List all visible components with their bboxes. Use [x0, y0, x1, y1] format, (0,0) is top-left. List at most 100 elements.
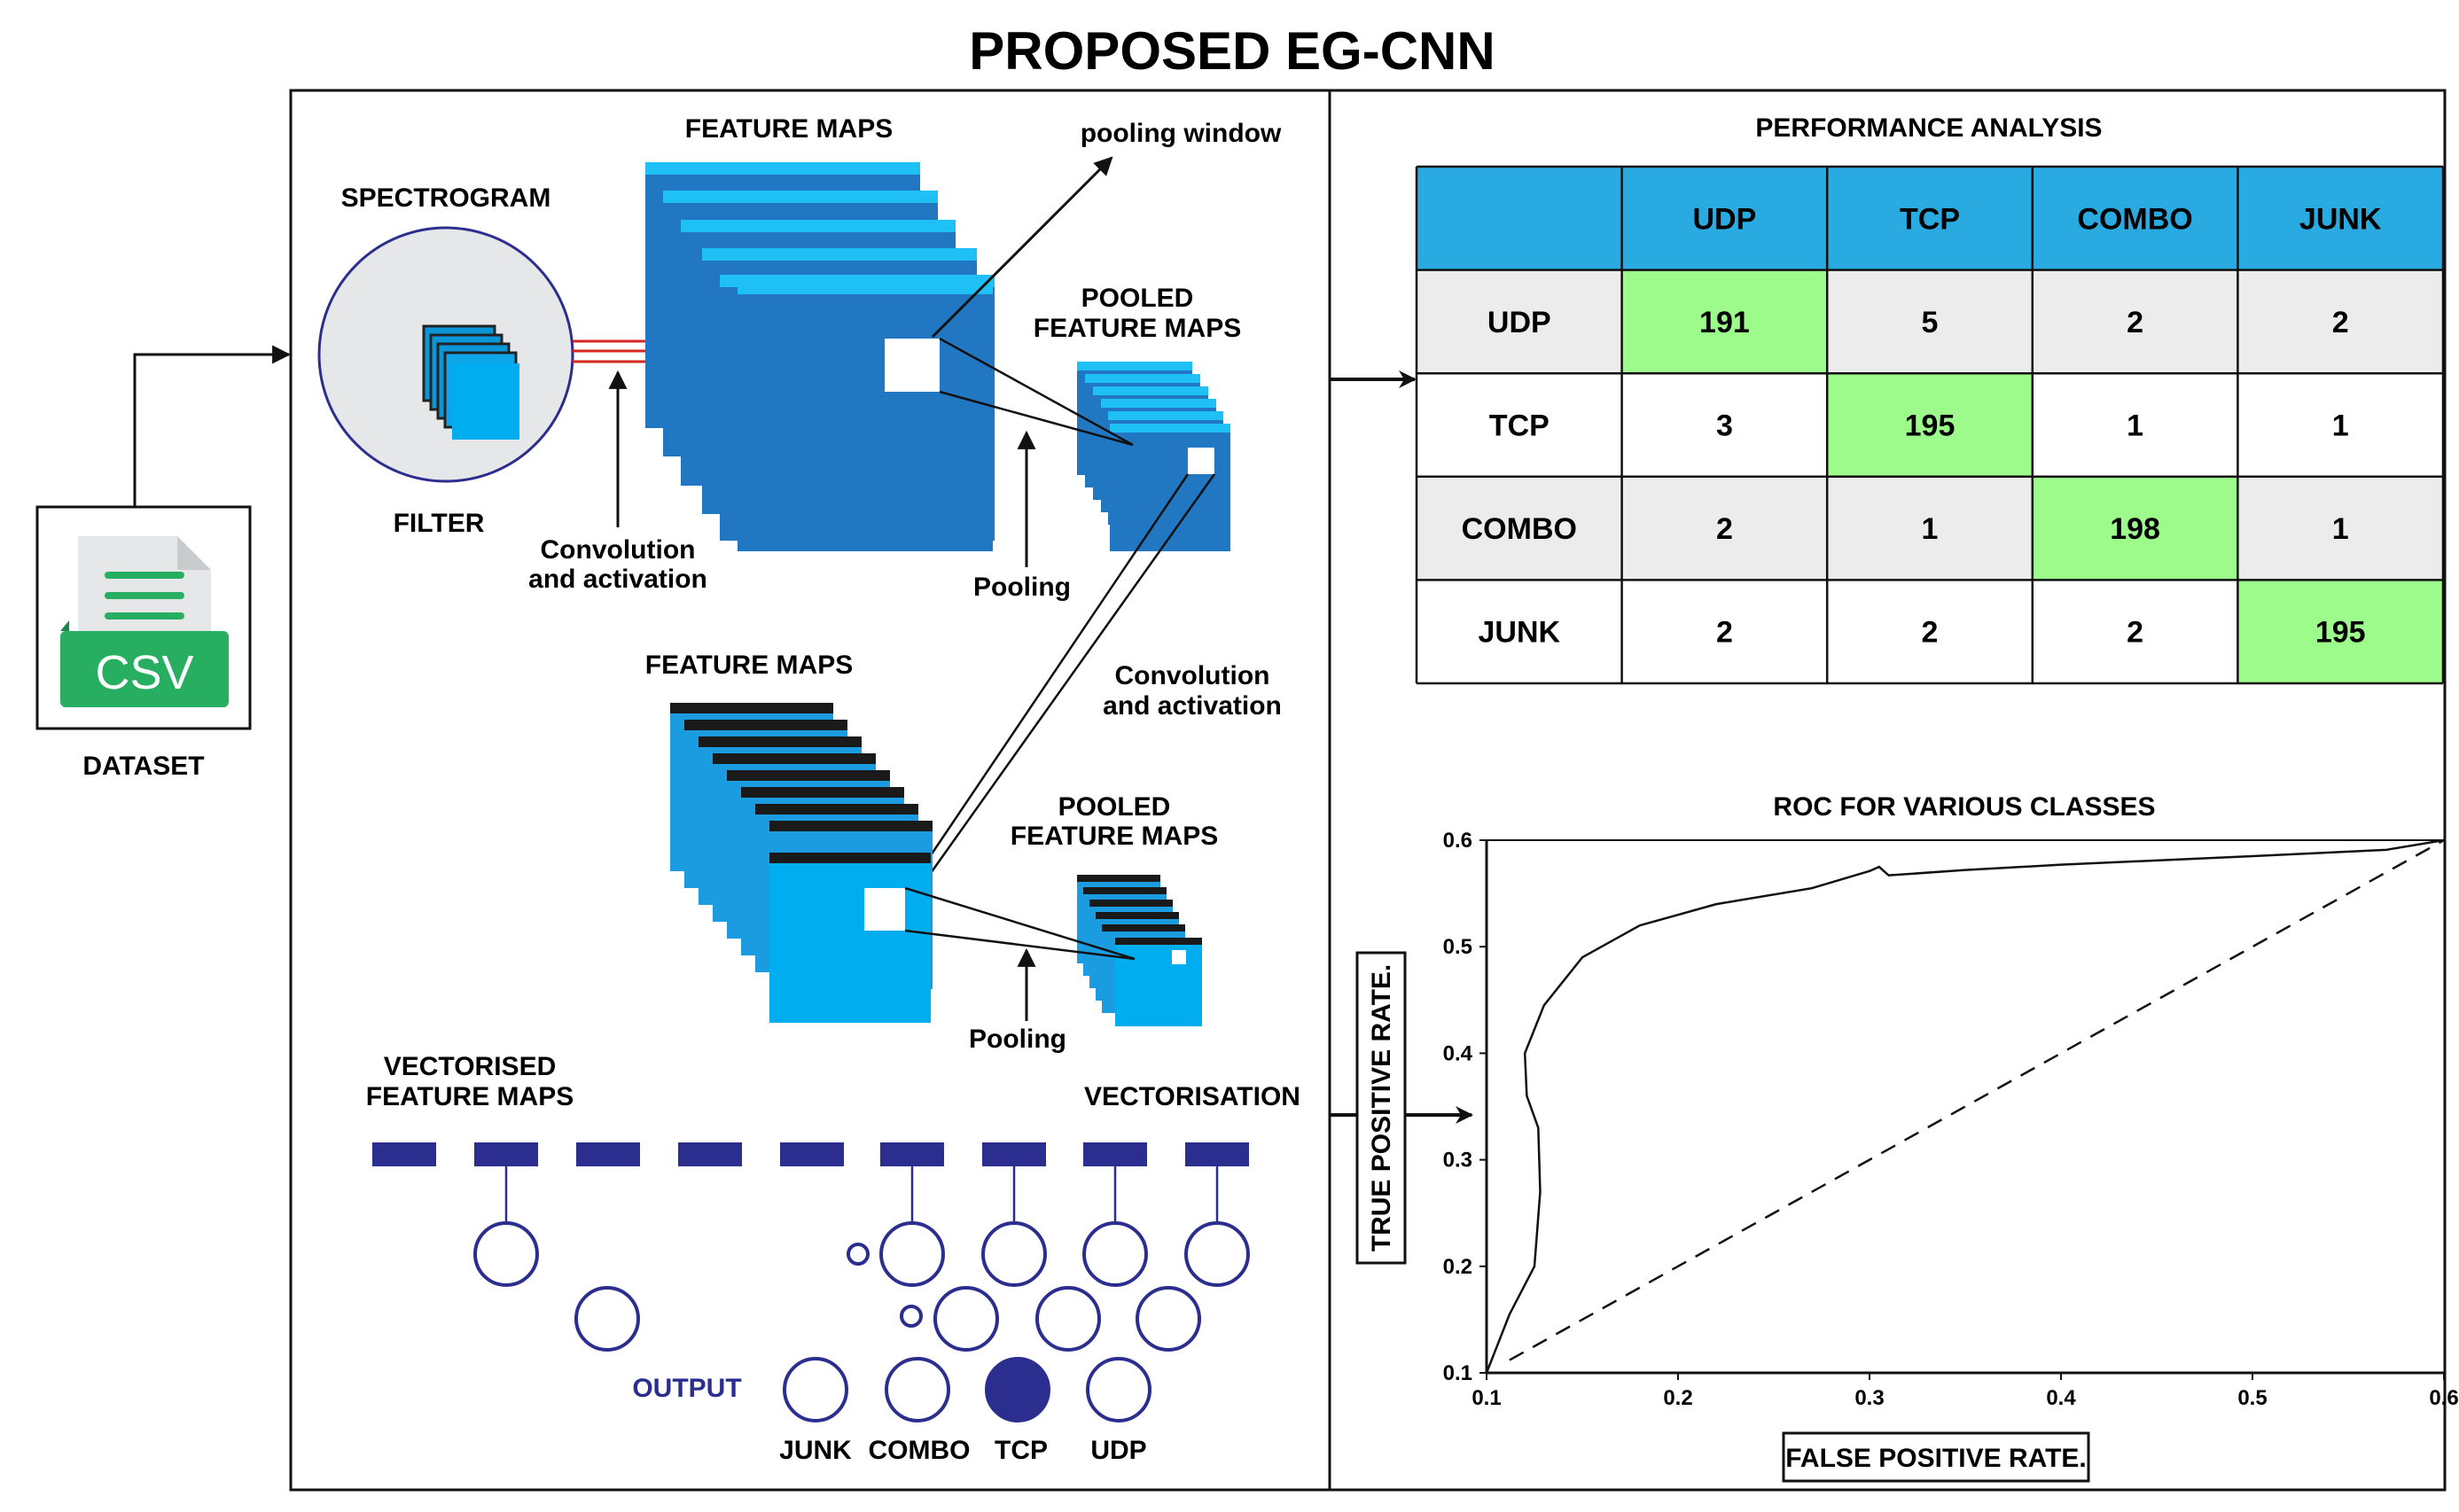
pooling-2-label: Pooling [969, 1025, 1066, 1054]
analysis-panel [1328, 89, 2447, 1492]
filter-label: FILTER [394, 509, 485, 538]
output-node-junk: JUNK [779, 1357, 852, 1465]
matrix-cell [1827, 373, 2033, 477]
csv-file-icon [60, 536, 229, 707]
matrix-row-header-cell [1417, 269, 1622, 374]
csv-label: CSV [95, 646, 193, 699]
conv-projection-2 [929, 473, 1216, 874]
pooling-projection-2 [904, 886, 1136, 961]
matrix-cell [1827, 580, 2033, 683]
dataset-caption: DATASET [82, 752, 204, 781]
matrix-col-header: JUNK [2299, 202, 2382, 236]
matrix-cell-value: 2 [1716, 616, 1733, 650]
matrix-cell [2032, 373, 2238, 477]
y-tick-label: 0.5 [1443, 935, 1472, 959]
conv-act-1-line2: and activation [528, 565, 707, 594]
roc-curve [1485, 838, 2445, 1374]
matrix-row-label: COMBO [1462, 512, 1577, 546]
matrix-cell-value: 195 [2315, 616, 2366, 650]
xlabel-box [1782, 1431, 2090, 1483]
feature-maps-1-label: FEATURE MAPS [685, 114, 893, 144]
output-label: OUTPUT [632, 1374, 741, 1403]
spectrogram-label: SPECTROGRAM [341, 183, 551, 213]
roc-xlabel: FALSE POSITIVE RATE. [1785, 1444, 2087, 1473]
feature-maps-2-label: FEATURE MAPS [645, 651, 853, 680]
pooling-window-arrow [931, 156, 1113, 339]
x-tick-label: 0.4 [2046, 1386, 2076, 1410]
matrix-cell [1621, 269, 1828, 374]
matrix-row-header-cell [1417, 373, 1622, 477]
feature-maps-2-stack [670, 703, 933, 1023]
vector-links [504, 1166, 1219, 1222]
conv-act-1-line1: Convolution [541, 535, 696, 565]
pooling-window-2 [864, 888, 905, 931]
pooling-projection-1 [939, 337, 1134, 447]
pooled-1-line1: POOLED [1081, 284, 1194, 313]
matrix-cell-value: 2 [1922, 616, 1939, 650]
matrix-row-header-cell [1417, 476, 1622, 581]
x-tick-label: 0.3 [1854, 1386, 1884, 1410]
pooling-window-label: pooling window [1081, 119, 1282, 148]
pooled-1-line2: FEATURE MAPS [1034, 314, 1241, 343]
y-tick-label: 0.3 [1443, 1149, 1472, 1173]
matrix-cell-value: 3 [1716, 409, 1733, 443]
matrix-cell-value: 2 [2127, 616, 2143, 650]
output-node-tcp: TCP [985, 1357, 1050, 1465]
matrix-cell [1621, 580, 1828, 683]
matrix-cell-value: 198 [2110, 512, 2160, 546]
matrix-header-row [1417, 167, 2443, 270]
matrix-col-header: COMBO [2077, 202, 2192, 236]
matrix-cell-value: 1 [1922, 512, 1939, 546]
vectorised-line1: VECTORISED [384, 1052, 557, 1081]
pooling-1-label: Pooling [973, 573, 1071, 602]
performance-title: PERFORMANCE ANALYSIS [1755, 113, 2102, 143]
matrix-cell [2237, 580, 2443, 683]
ylabel-box [1355, 951, 1407, 1265]
roc-title: ROC FOR VARIOUS CLASSES [1773, 792, 2155, 822]
matrix-cell [2032, 476, 2238, 581]
filter-stack [422, 324, 519, 440]
matrix-cell [2032, 580, 2238, 683]
matrix-cell [1827, 269, 2033, 374]
x-tick-label: 0.6 [2429, 1386, 2458, 1410]
matrix-cell [1621, 476, 1828, 581]
pooled-cell-1 [1188, 448, 1214, 474]
x-tick-label: 0.1 [1471, 1386, 1501, 1410]
matrix-cell-value: 1 [2127, 409, 2143, 443]
output-node-udp: UDP [1086, 1357, 1151, 1465]
matrix-cell [1621, 373, 1828, 477]
y-tick-label: 0.1 [1443, 1361, 1472, 1385]
svg-text:JUNK: JUNK [779, 1436, 852, 1465]
conv-act-2-line1: Convolution [1115, 661, 1270, 690]
pooled-2-line1: POOLED [1058, 792, 1171, 822]
roc-ylabel: TRUE POSITIVE RATE. [1367, 964, 1396, 1251]
svg-text:UDP: UDP [1090, 1436, 1146, 1465]
matrix-row-label: UDP [1487, 306, 1551, 339]
matrix-cell-value: 191 [1699, 306, 1750, 339]
matrix-cell-value: 195 [1905, 409, 1955, 443]
roc-baseline-line [1509, 838, 2445, 1361]
output-node-combo: COMBO [869, 1357, 971, 1465]
pooled-2-line2: FEATURE MAPS [1011, 822, 1218, 851]
matrix-cell-value: 2 [1716, 512, 1733, 546]
matrix-col-header: TCP [1900, 202, 1960, 236]
page-title: PROPOSED EG-CNN [969, 21, 1495, 81]
y-tick-label: 0.6 [1443, 829, 1472, 853]
matrix-cell [1827, 476, 2033, 581]
dataset-panel: CSV DATASET [35, 505, 252, 781]
matrix-col-header: UDP [1693, 202, 1757, 236]
matrix-cell [2032, 269, 2238, 374]
y-tick-label: 0.4 [1443, 1041, 1473, 1065]
vectorisation-label: VECTORISATION [1084, 1082, 1300, 1111]
x-tick-label: 0.5 [2237, 1386, 2267, 1410]
vector-segments [372, 1142, 1249, 1166]
feature-maps-1-stack [645, 162, 995, 551]
matrix-cell-value: 5 [1922, 306, 1939, 339]
vectorised-line2: FEATURE MAPS [366, 1082, 574, 1111]
matrix-cell [2237, 269, 2443, 374]
conv-act-2-line2: and activation [1103, 691, 1282, 721]
matrix-cell [2237, 476, 2443, 581]
